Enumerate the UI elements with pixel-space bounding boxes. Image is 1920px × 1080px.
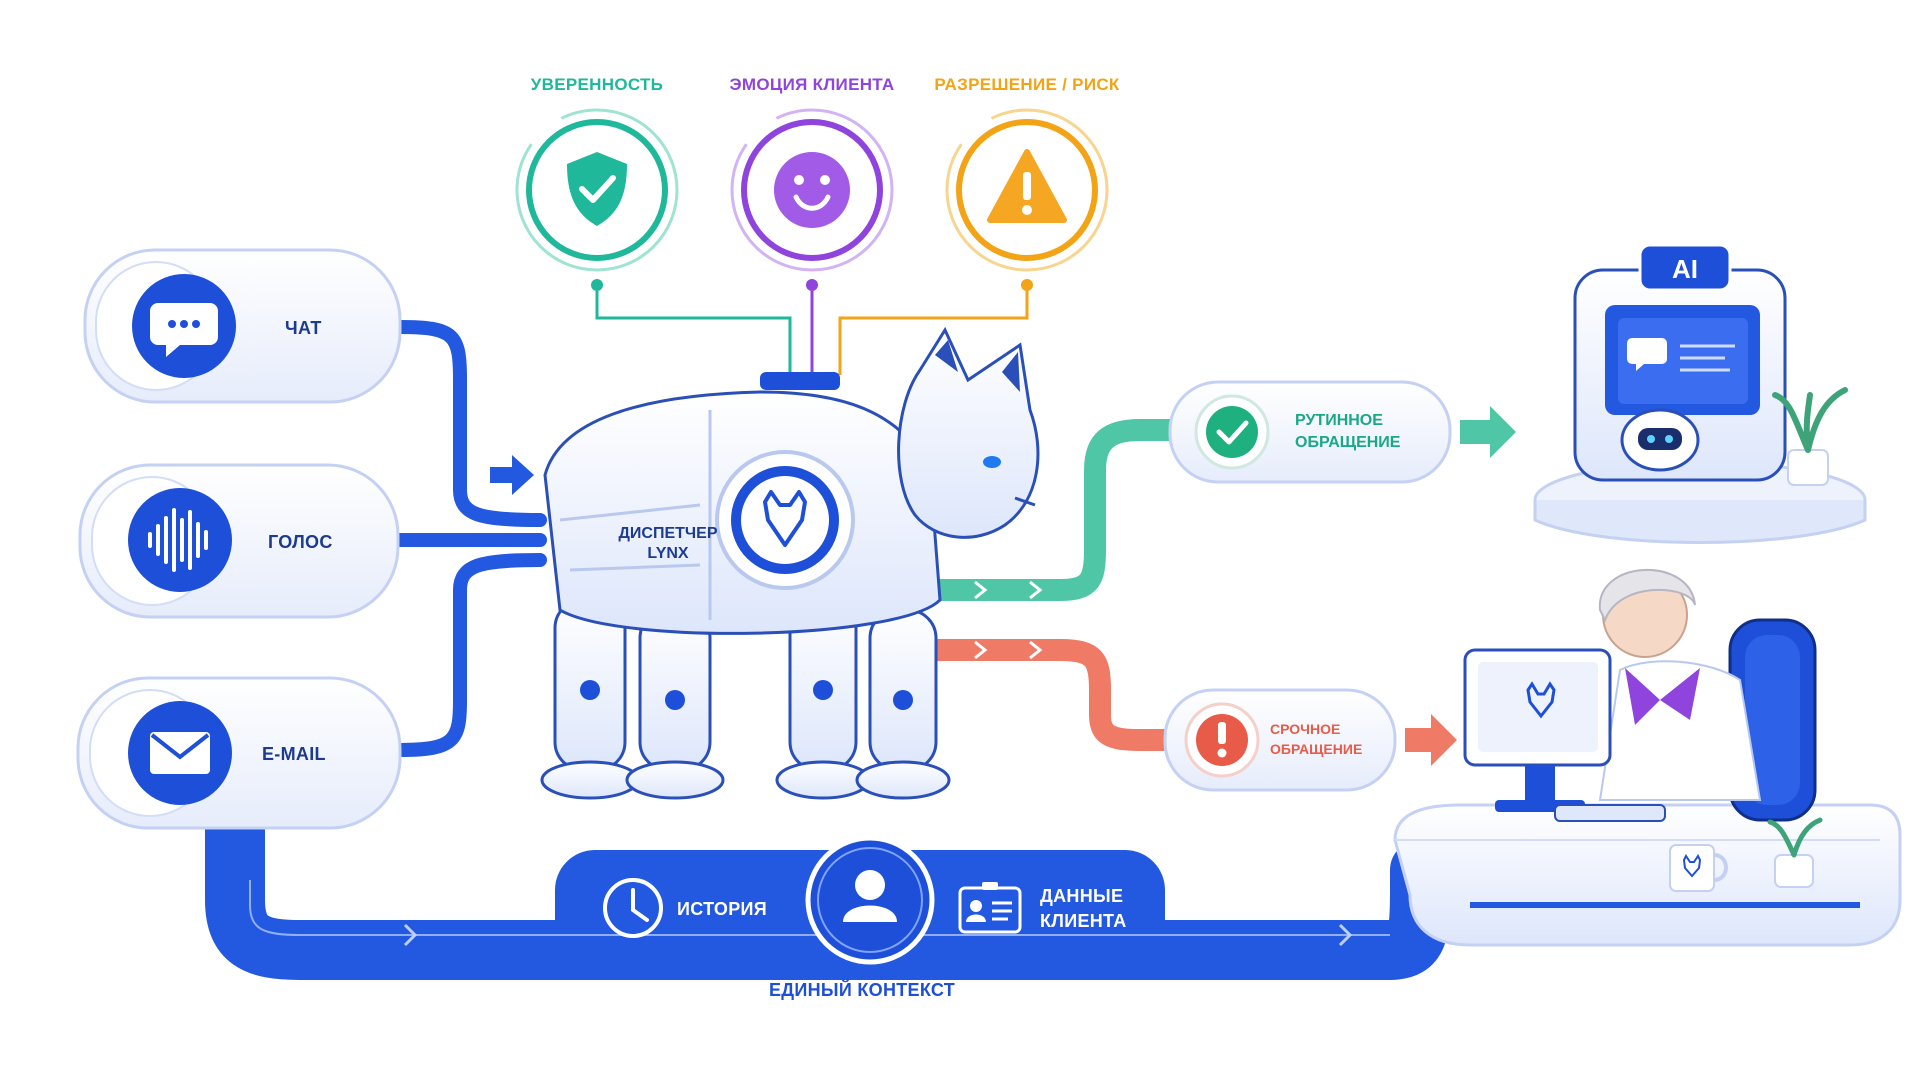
- ai-agent-station: AI: [1533, 243, 1867, 544]
- envelope-icon: [150, 732, 210, 774]
- voice-wave-icon: [148, 508, 208, 572]
- route-urgent: СРОЧНОЕ ОБРАЩЕНИЕ: [1163, 688, 1397, 792]
- metric-confidence: УВЕРЕННОСТЬ: [515, 75, 792, 375]
- chat-bubble-icon: [150, 303, 218, 357]
- metric-risk: РАЗРЕШЕНИЕ / РИСК: [838, 75, 1120, 375]
- routine-line2: ОБРАЩЕНИЕ: [1295, 434, 1401, 451]
- metric-emotion-label: ЭМОЦИЯ КЛИЕНТА: [730, 75, 895, 94]
- urgent-line1: СРОЧНОЕ: [1270, 721, 1340, 737]
- robot-icon: [1620, 408, 1700, 472]
- channel-email: E-MAIL: [76, 676, 402, 830]
- check-circle-icon: [1206, 406, 1258, 458]
- urgent-pipe: [909, 639, 1186, 751]
- client-data-line2: КЛИЕНТА: [1040, 911, 1127, 931]
- lynx-dispatcher: ДИСПЕТЧЕР LYNX: [540, 326, 1040, 800]
- routine-line1: РУТИННОЕ: [1295, 412, 1383, 429]
- dispatcher-line2: LYNX: [647, 545, 689, 562]
- context-client-avatar: [805, 835, 935, 965]
- shield-check-icon: [567, 152, 627, 226]
- route-routine: РУТИННОЕ ОБРАЩЕНИЕ: [1168, 380, 1452, 484]
- channel-chat-label: ЧАТ: [285, 318, 322, 338]
- urgent-line2: ОБРАЩЕНИЕ: [1270, 741, 1362, 757]
- routine-arrow: [1460, 406, 1516, 458]
- context-client-data: ДАННЫЕ КЛИЕНТА: [958, 882, 1127, 934]
- smiley-face-icon: [774, 152, 850, 228]
- person-icon: [843, 870, 897, 922]
- warning-triangle-icon: [987, 149, 1067, 223]
- id-card-icon: [958, 882, 1022, 934]
- exclamation-circle-icon: [1196, 714, 1248, 766]
- fox-logo-icon: [763, 490, 807, 547]
- channel-voice: ГОЛОС: [78, 463, 400, 619]
- history-label: ИСТОРИЯ: [677, 899, 767, 919]
- routine-pipe: [909, 419, 1191, 601]
- channel-voice-label: ГОЛОС: [268, 532, 333, 552]
- input-arrow: [490, 455, 534, 495]
- metric-risk-label: РАЗРЕШЕНИЕ / РИСК: [934, 75, 1120, 94]
- human-operator-desk: [1393, 569, 1902, 947]
- input-pipes: [391, 320, 547, 757]
- metric-emotion: ЭМОЦИЯ КЛИЕНТА: [730, 75, 895, 375]
- lynx-head: [897, 326, 1040, 539]
- client-data-line1: ДАННЫЕ: [1040, 886, 1123, 906]
- urgent-arrow: [1405, 714, 1457, 766]
- channel-chat: ЧАТ: [83, 248, 402, 404]
- metric-confidence-label: УВЕРЕННОСТЬ: [531, 75, 663, 94]
- plant-icon: [1772, 387, 1848, 486]
- dispatcher-line1: ДИСПЕТЧЕР: [619, 525, 718, 542]
- mug-icon: [1669, 844, 1728, 892]
- channel-email-label: E-MAIL: [262, 744, 326, 764]
- context-caption: ЕДИНЫЙ КОНТЕКСТ: [769, 979, 955, 1000]
- ai-label: AI: [1672, 254, 1698, 284]
- clock-icon: [603, 878, 663, 938]
- context-history: ИСТОРИЯ: [603, 878, 767, 938]
